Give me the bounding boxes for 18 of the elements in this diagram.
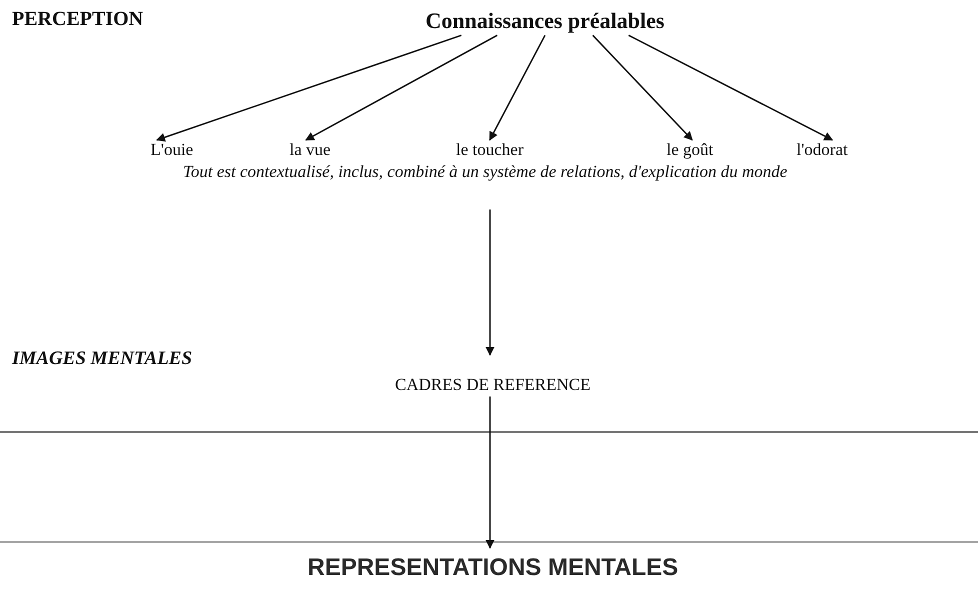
- sense-label: l'odorat: [796, 140, 848, 160]
- sense-label: L'ouie: [150, 140, 194, 160]
- arrow: [486, 210, 494, 356]
- arrow: [489, 34, 546, 141]
- heading-text: Connaissances préalables: [426, 8, 664, 34]
- section-label: IMAGES MENTALES: [12, 348, 192, 370]
- arrow: [156, 34, 462, 142]
- concept-label: CADRES DE REFERENCE: [395, 375, 591, 395]
- sense-label: le toucher: [456, 140, 524, 160]
- arrow: [305, 34, 498, 141]
- sense-label: la vue: [290, 140, 331, 160]
- note-text: Tout est contextualisé, inclus, combiné à un système de relations, d'explication du monde: [183, 162, 788, 182]
- arrow: [486, 396, 494, 549]
- section-label: PERCEPTION: [12, 8, 144, 31]
- sense-label: le goût: [666, 140, 714, 160]
- arrow: [592, 34, 693, 141]
- result-heading: REPRESENTATIONS MENTALES: [308, 554, 678, 582]
- arrow: [628, 34, 834, 141]
